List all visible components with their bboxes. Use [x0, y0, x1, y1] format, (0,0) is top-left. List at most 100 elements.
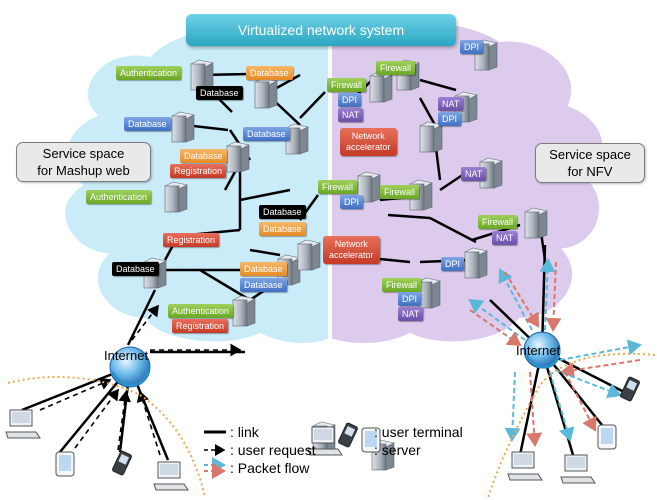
link-line	[249, 248, 281, 257]
server-icon	[464, 247, 488, 279]
label-network-accelerator: Network accelerator	[340, 128, 397, 156]
packet-flow-arrow	[526, 371, 543, 447]
tablet-icon	[597, 424, 617, 450]
server-icon	[524, 207, 548, 239]
packet-flow-arrow	[549, 371, 575, 442]
link-line	[419, 78, 457, 92]
desktop-pc-icon	[5, 409, 41, 439]
server-icon	[232, 295, 256, 327]
label-database: Database	[240, 278, 287, 292]
user-request-arrow	[136, 390, 161, 456]
packet-flow-arrow	[539, 258, 556, 331]
tablet-icon	[55, 451, 75, 477]
server-icon	[226, 141, 250, 173]
label-authentication: Authentication	[116, 66, 182, 80]
label-firewall: Firewall	[318, 180, 358, 194]
label-authentication: Authentication	[86, 190, 152, 204]
label-firewall: Firewall	[376, 61, 416, 75]
server-icon	[171, 111, 195, 143]
desktop-pc-icon	[507, 451, 543, 481]
link-line	[418, 97, 437, 126]
server-icon	[417, 277, 441, 309]
server-icon	[369, 71, 393, 103]
user-request-arrow	[131, 304, 159, 341]
label-dpi: DPI	[460, 40, 484, 54]
flows-layer	[39, 258, 642, 456]
diagram-title: Virtualized network system	[186, 14, 456, 46]
user-request-arrow	[117, 390, 132, 451]
label-database: Database	[180, 149, 227, 163]
legend-server-text: : server	[374, 442, 421, 458]
terminals-layer	[5, 376, 640, 491]
link-line	[239, 188, 291, 202]
label-database: Database	[259, 205, 306, 219]
packet-flow-arrow	[564, 371, 597, 432]
label-database: Database	[246, 66, 293, 80]
link-line	[126, 289, 157, 346]
link-line	[387, 213, 431, 220]
label-nat: NAT	[398, 307, 424, 321]
label-dpi: DPI	[438, 112, 462, 126]
label-database: Database	[259, 222, 306, 236]
link-line	[199, 268, 251, 302]
label-firewall: Firewall	[382, 278, 422, 292]
user-request-arrow	[39, 377, 112, 411]
service-space-mashup: Service space for Mashup web	[16, 142, 151, 182]
label-network-accelerator: Network accelerator	[323, 236, 380, 264]
link-line	[299, 91, 326, 119]
packet-flow-arrow	[560, 359, 641, 379]
internet-left-label: Internet	[104, 348, 149, 363]
user-request-arrow	[74, 388, 119, 449]
label-dpi: DPI	[398, 292, 422, 306]
internet-right-label: Internet	[516, 343, 561, 358]
label-registration: Registration	[172, 319, 229, 333]
label-dpi: DPI	[340, 195, 364, 209]
legend-flow-arrow	[204, 457, 226, 479]
service-space-nfv: Service space for NFV	[535, 143, 645, 183]
mobile-phone-icon	[112, 450, 132, 476]
server-icon	[190, 59, 214, 91]
label-dpi: DPI	[338, 93, 362, 107]
label-firewall: Firewall	[327, 78, 367, 92]
legend-user-request-text: : user request	[230, 442, 316, 458]
packet-flow-arrow	[504, 271, 540, 328]
packet-flow-arrow	[469, 309, 522, 347]
label-authentication: Authentication	[168, 304, 234, 318]
desktop-pc-icon	[153, 461, 189, 491]
server-icon	[254, 77, 278, 109]
mobile-phone-icon	[620, 376, 640, 402]
label-database: Database	[240, 262, 287, 276]
cloud-nfv	[328, 16, 607, 347]
packet-flow-arrow	[559, 339, 642, 361]
label-database: Database	[112, 262, 159, 276]
link-line	[429, 216, 477, 244]
link-line	[223, 169, 238, 191]
packet-flow-arrow	[504, 371, 521, 442]
desktop-pc-icon	[560, 454, 596, 484]
label-nat: NAT	[338, 108, 364, 122]
globe-icon	[523, 331, 561, 369]
label-registration: Registration	[163, 233, 220, 247]
label-nat: NAT	[438, 97, 464, 111]
label-database: Database	[124, 117, 171, 131]
label-nat: NAT	[492, 231, 518, 245]
globe-icon	[109, 346, 151, 388]
server-icon	[164, 181, 188, 213]
label-firewall: Firewall	[380, 185, 420, 199]
label-firewall: Firewall	[478, 215, 518, 229]
label-database: Database	[196, 86, 243, 100]
tablet-icon	[361, 427, 381, 453]
label-nat: NAT	[461, 167, 487, 181]
server-icon	[297, 239, 321, 271]
label-registration: Registration	[170, 164, 227, 178]
mobile-phone-icon	[338, 422, 358, 448]
label-database: Database	[243, 127, 290, 141]
legend-packet-flow-text: : Packet flow	[230, 460, 310, 476]
legend-user-terminal-text: : user terminal	[374, 424, 463, 440]
server-icon	[419, 121, 443, 153]
desktop-pc-icon	[307, 426, 343, 456]
legend-link-text: : link	[230, 424, 259, 440]
label-dpi: DPI	[441, 257, 465, 271]
packet-flow-arrow	[545, 261, 562, 332]
